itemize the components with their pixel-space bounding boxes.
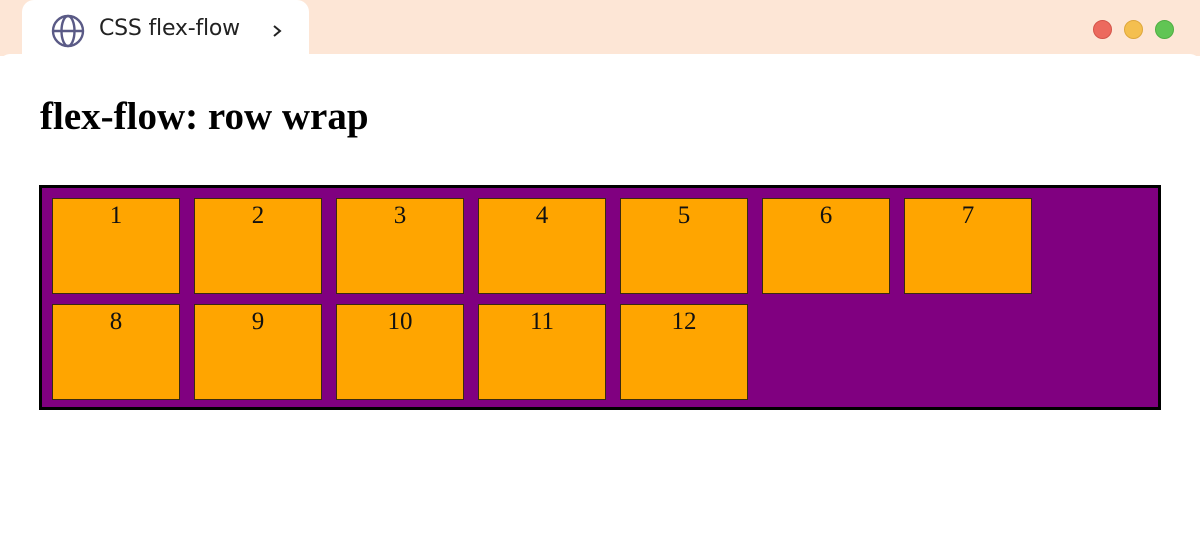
flex-item: 12 bbox=[620, 304, 748, 400]
flex-item: 7 bbox=[904, 198, 1032, 294]
flex-container: 1 2 3 4 5 6 7 8 9 10 11 12 bbox=[39, 185, 1161, 410]
flex-item: 8 bbox=[52, 304, 180, 400]
flex-item: 11 bbox=[478, 304, 606, 400]
globe-icon bbox=[51, 14, 85, 48]
flex-item: 3 bbox=[336, 198, 464, 294]
minimize-window-button[interactable] bbox=[1124, 20, 1143, 39]
window-controls bbox=[1093, 20, 1174, 39]
chevron-right-icon[interactable] bbox=[270, 22, 284, 40]
flex-item: 5 bbox=[620, 198, 748, 294]
browser-tab[interactable]: CSS flex-flow bbox=[22, 0, 309, 58]
flex-item: 10 bbox=[336, 304, 464, 400]
tab-title: CSS flex-flow bbox=[99, 16, 240, 41]
flex-item: 1 bbox=[52, 198, 180, 294]
flex-item: 9 bbox=[194, 304, 322, 400]
flex-item: 2 bbox=[194, 198, 322, 294]
flex-item: 4 bbox=[478, 198, 606, 294]
page-title: flex-flow: row wrap bbox=[40, 95, 369, 138]
maximize-window-button[interactable] bbox=[1155, 20, 1174, 39]
close-window-button[interactable] bbox=[1093, 20, 1112, 39]
flex-item: 6 bbox=[762, 198, 890, 294]
browser-viewport-edge bbox=[0, 54, 1200, 64]
